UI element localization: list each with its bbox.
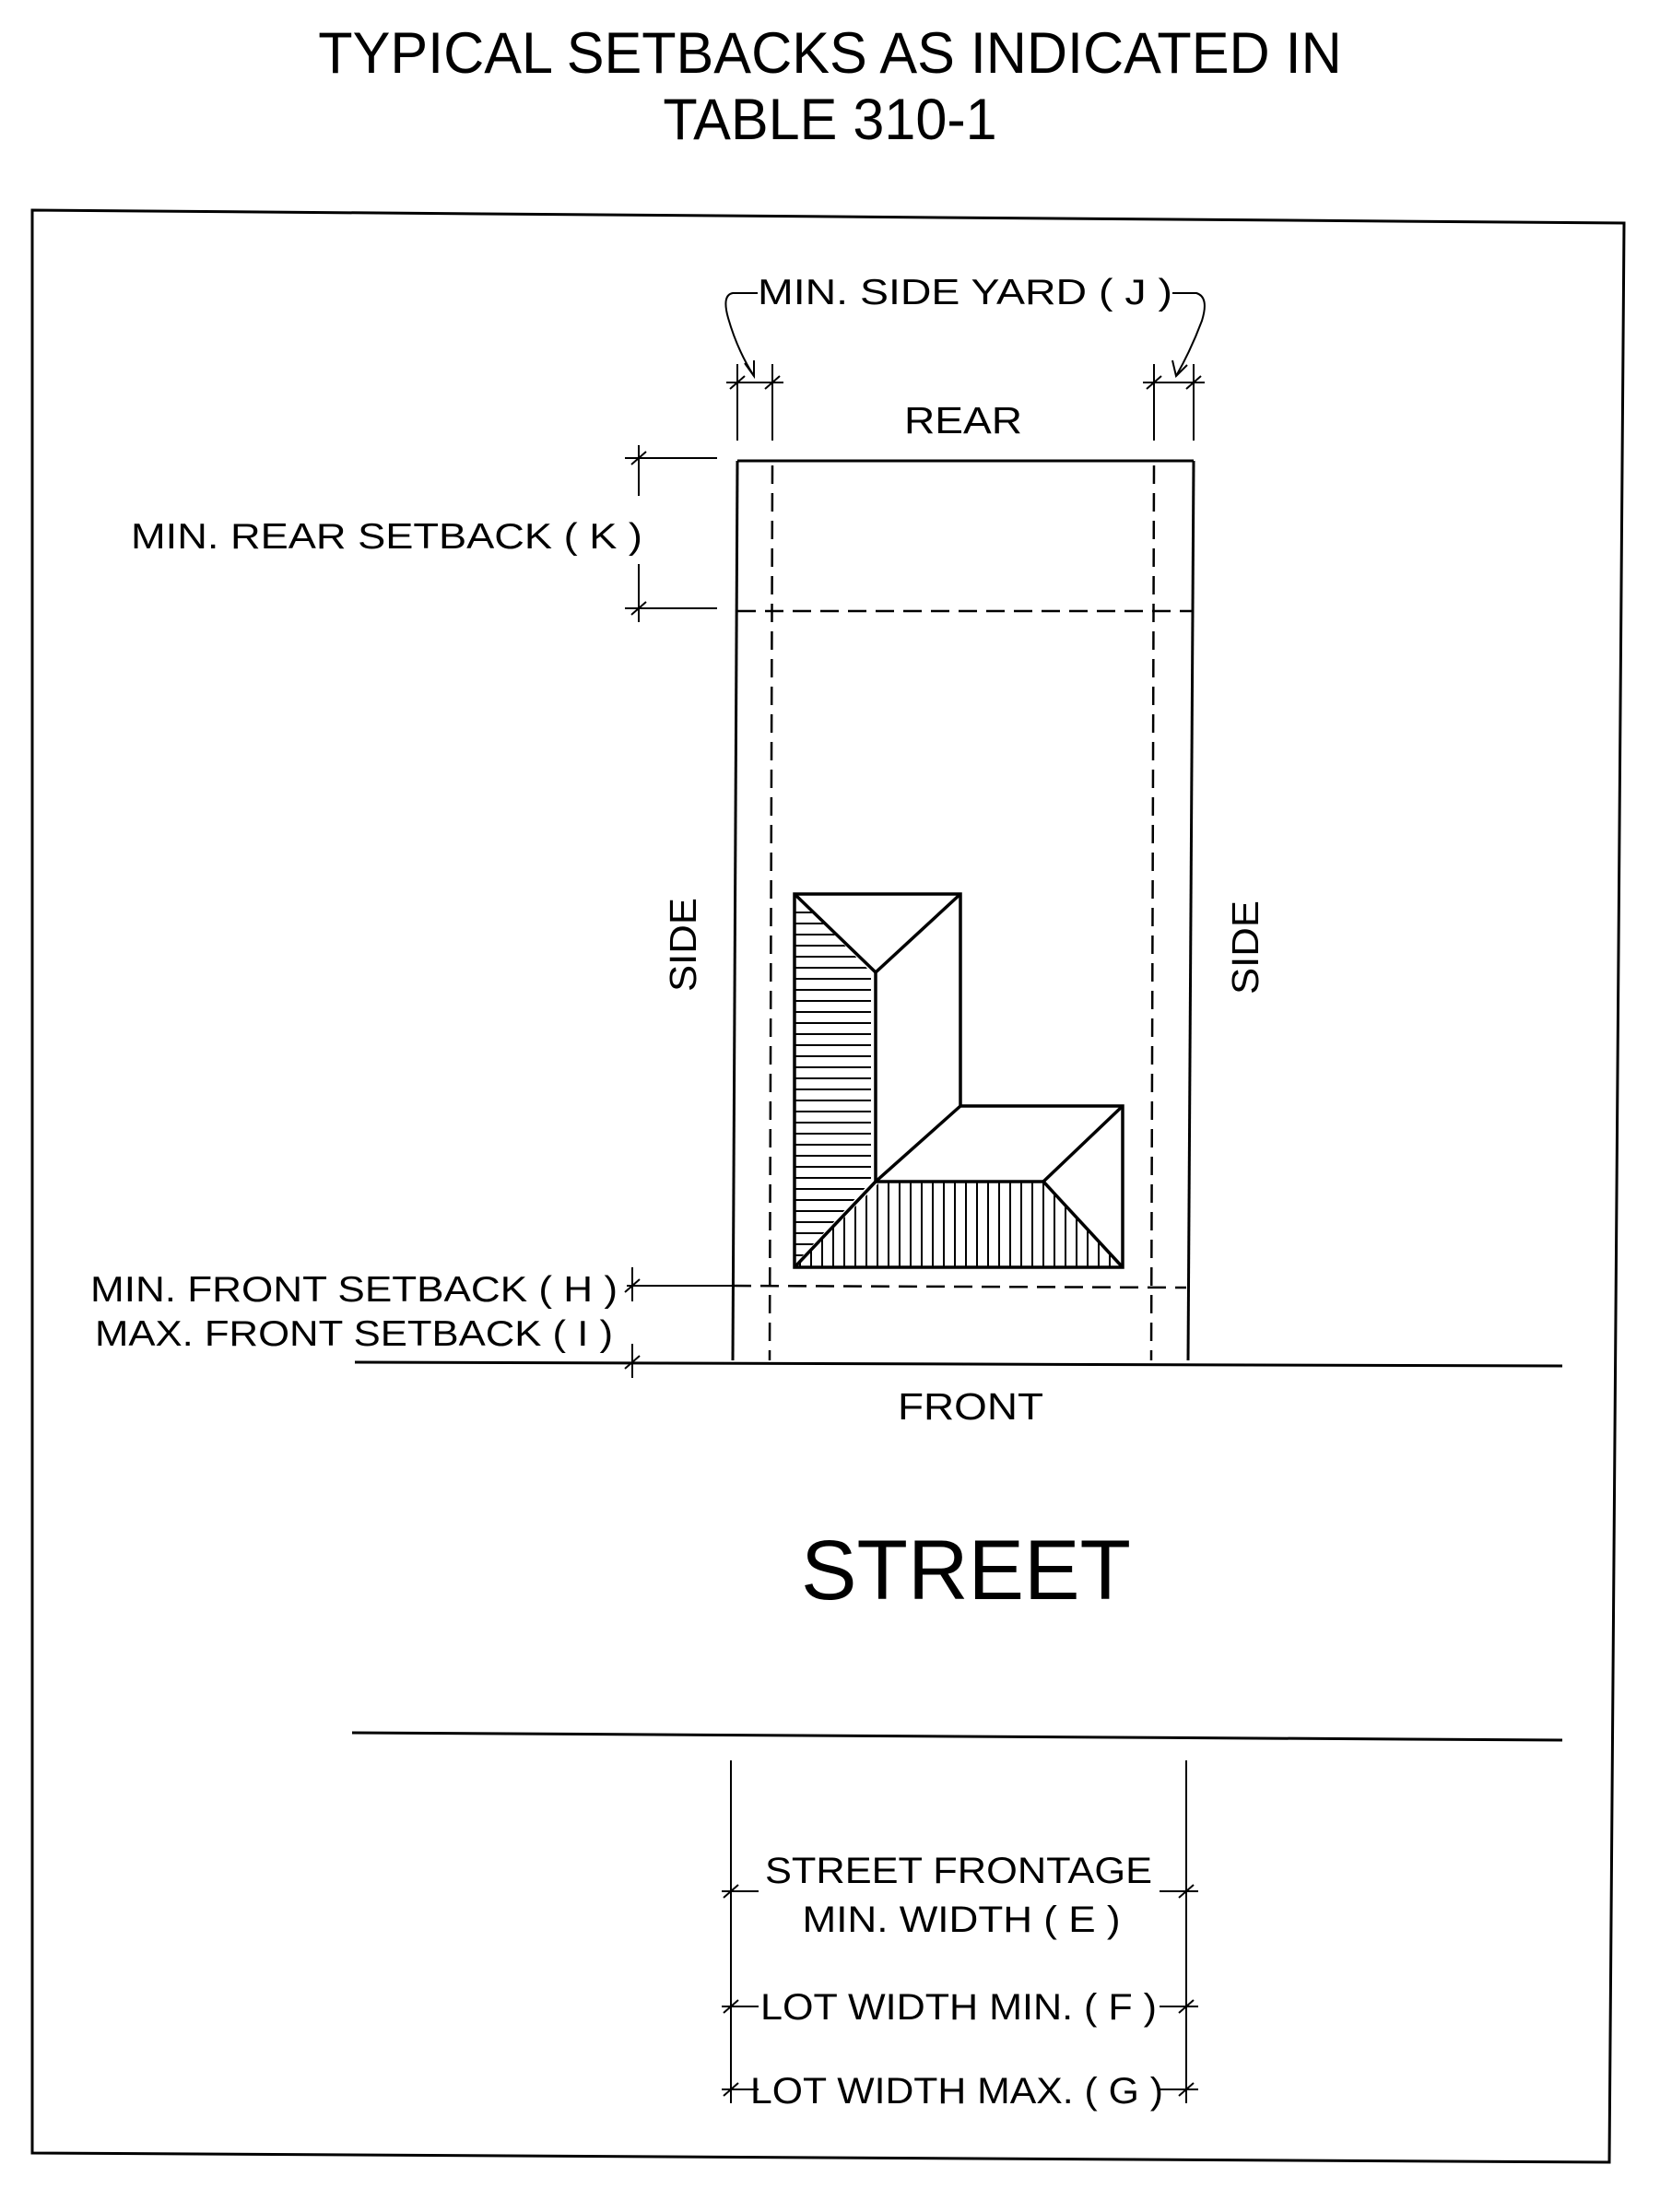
min-front-setback-label: MIN. FRONT SETBACK ( H )	[90, 1270, 618, 1310]
front-property-line	[354, 1360, 1563, 1368]
frontage-label-line-1: STREET FRONTAGE	[765, 1851, 1152, 1891]
street-label: STREET	[801, 1524, 1131, 1618]
lot-width-dimension	[722, 1760, 1198, 2103]
title-line-1: TYPICAL SETBACKS AS INDICATED IN	[318, 21, 1342, 86]
lot-width-min-label: LOT WIDTH MIN. ( F )	[760, 1987, 1157, 2028]
frontage-label-line-2: MIN. WIDTH ( E )	[803, 1900, 1121, 1940]
drawing-frame	[30, 208, 1626, 2164]
lot-boundary	[731, 459, 1195, 1361]
rear-setback-label: MIN. REAR SETBACK ( K )	[131, 517, 642, 557]
rear-label: REAR	[904, 399, 1022, 441]
side-left-label: SIDE	[662, 898, 704, 992]
house-footprint	[793, 892, 1124, 1269]
side-yard-dimension	[724, 292, 1206, 441]
max-front-setback-label: MAX. FRONT SETBACK ( I )	[95, 1314, 613, 1354]
front-setback-dimension	[624, 1267, 742, 1378]
title-line-2: TABLE 310-1	[663, 88, 997, 152]
front-label: FRONT	[898, 1385, 1043, 1428]
diagram-title: TYPICAL SETBACKS AS INDICATED IN TABLE 3…	[25, 20, 1635, 153]
side-yard-label: MIN. SIDE YARD ( J )	[758, 273, 1172, 312]
lot-width-max-label: LOT WIDTH MAX. ( G )	[750, 2071, 1163, 2112]
side-right-label: SIDE	[1224, 900, 1266, 994]
setback-lines	[732, 465, 1194, 1361]
rear-setback-dimension	[625, 445, 717, 622]
street-far-edge	[351, 1731, 1563, 1742]
